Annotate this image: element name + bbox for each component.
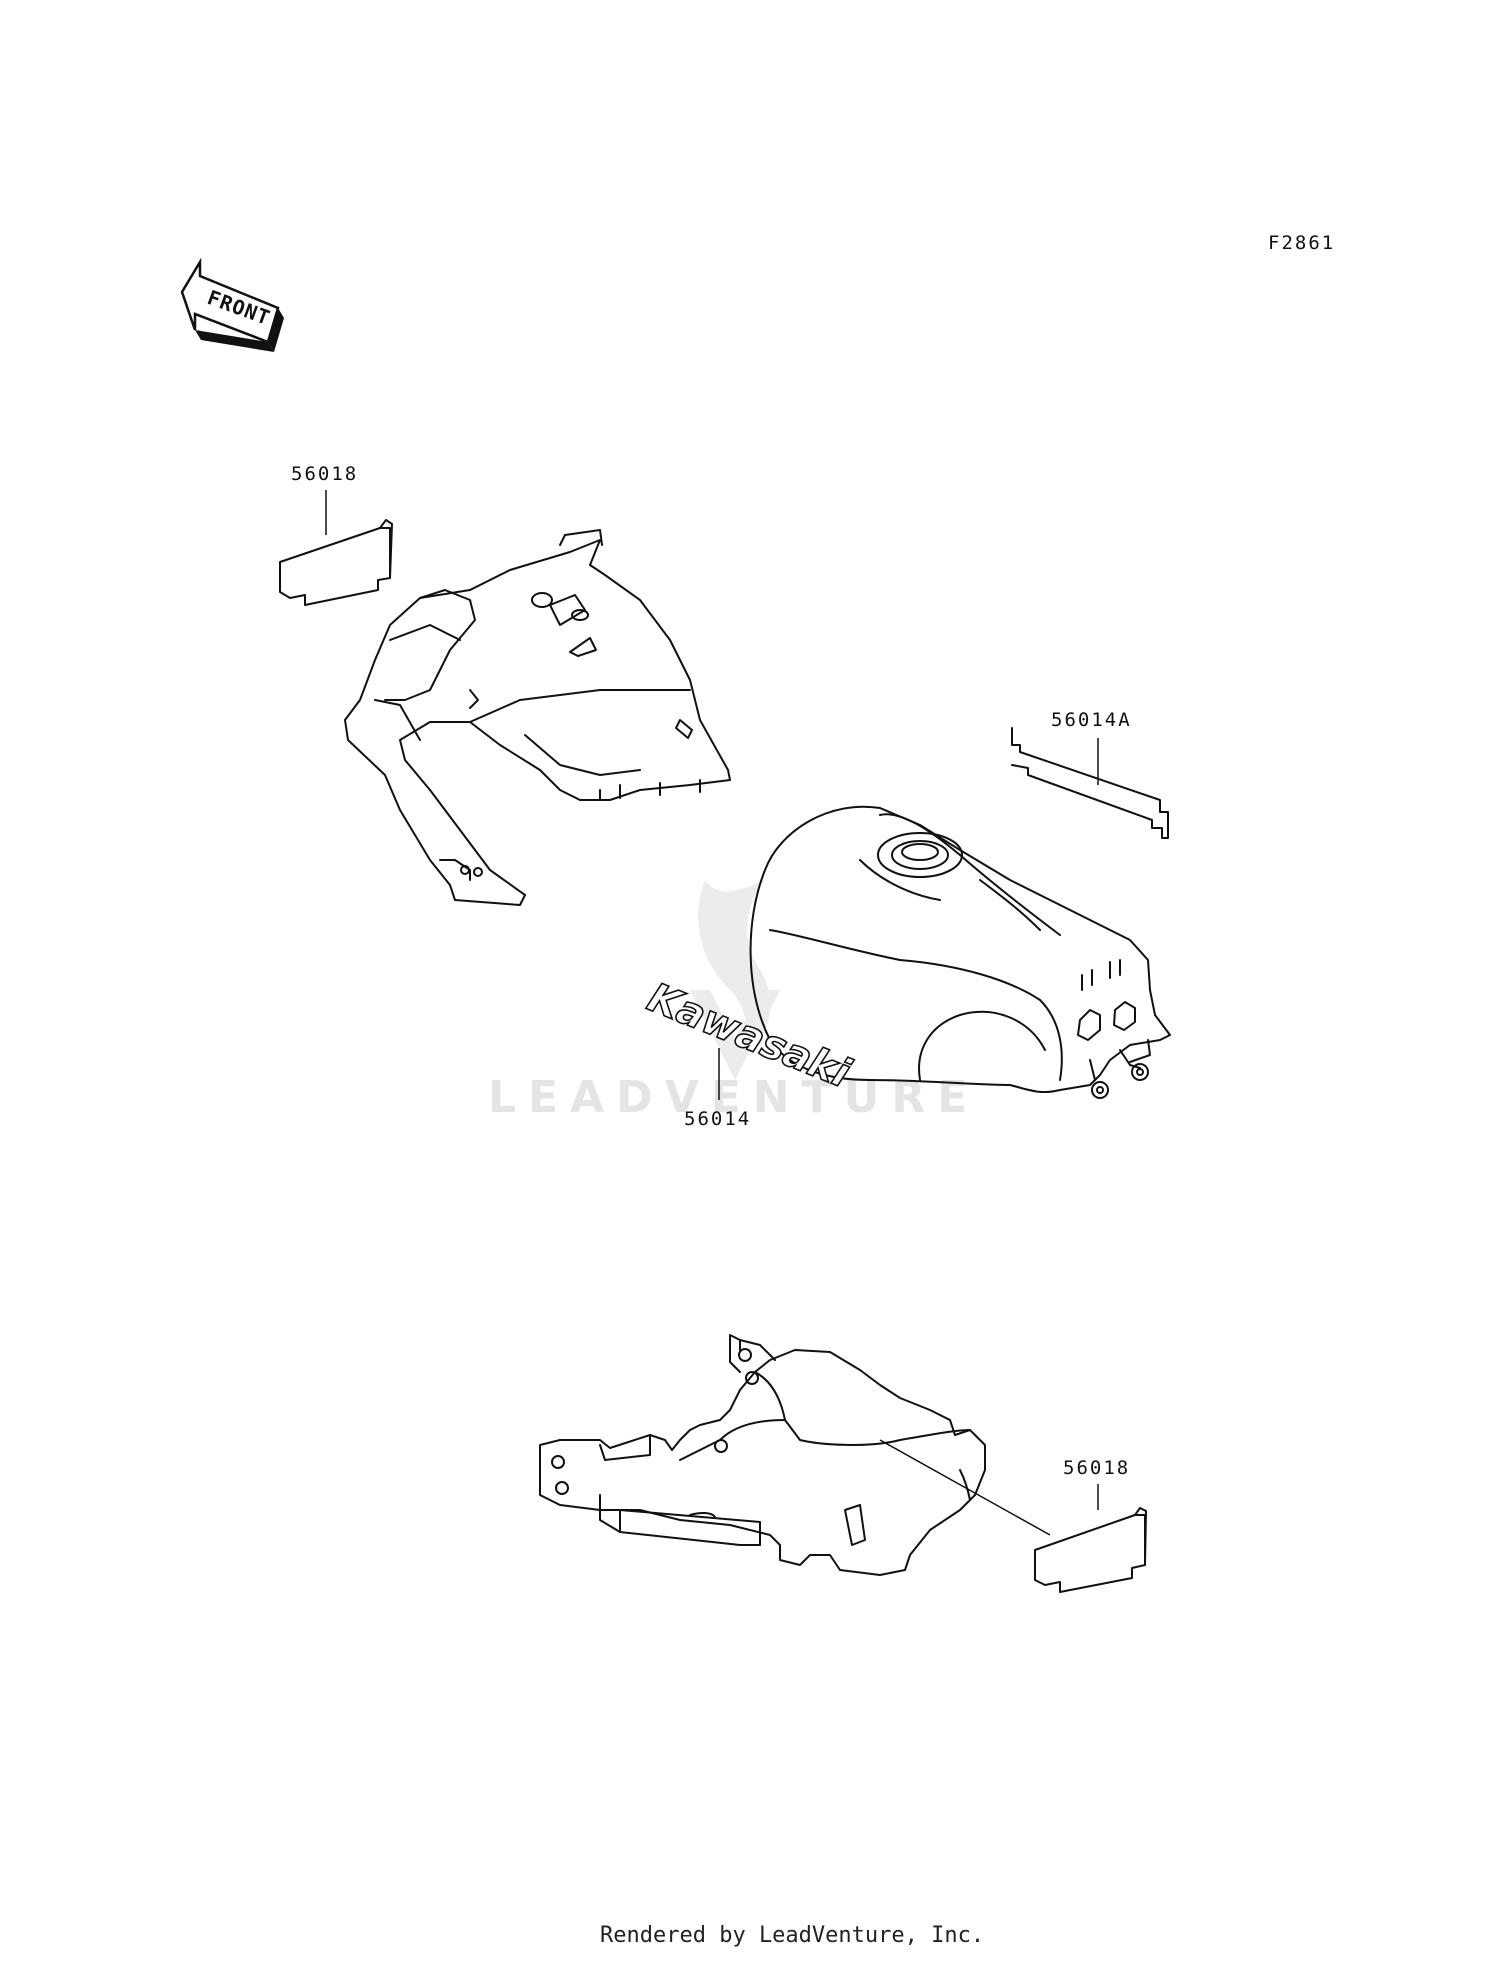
tail-decal [1034, 1507, 1147, 1593]
callout-tail-decal: 56018 [1063, 1457, 1130, 1479]
upper-cowl [344, 529, 731, 906]
footer-credit: Rendered by LeadVenture, Inc. [600, 1923, 984, 1948]
figure-code: F2861 [1268, 232, 1335, 254]
tank-stripe-decal [1011, 727, 1169, 839]
upper-cowl-decal [279, 519, 393, 606]
tail-cowl [539, 1334, 986, 1576]
callout-tank-stripe: 56014A [1051, 709, 1132, 731]
leader-tail-decal-pointer [879, 1439, 1051, 1536]
watermark: LEADVENTURE [488, 880, 967, 1123]
callout-tank-emblem: 56014 [684, 1108, 751, 1130]
front-arrow-icon: FRONT [180, 257, 284, 352]
fuel-tank [749, 805, 1171, 1099]
callout-upper-cowl-decal: 56018 [291, 463, 358, 485]
